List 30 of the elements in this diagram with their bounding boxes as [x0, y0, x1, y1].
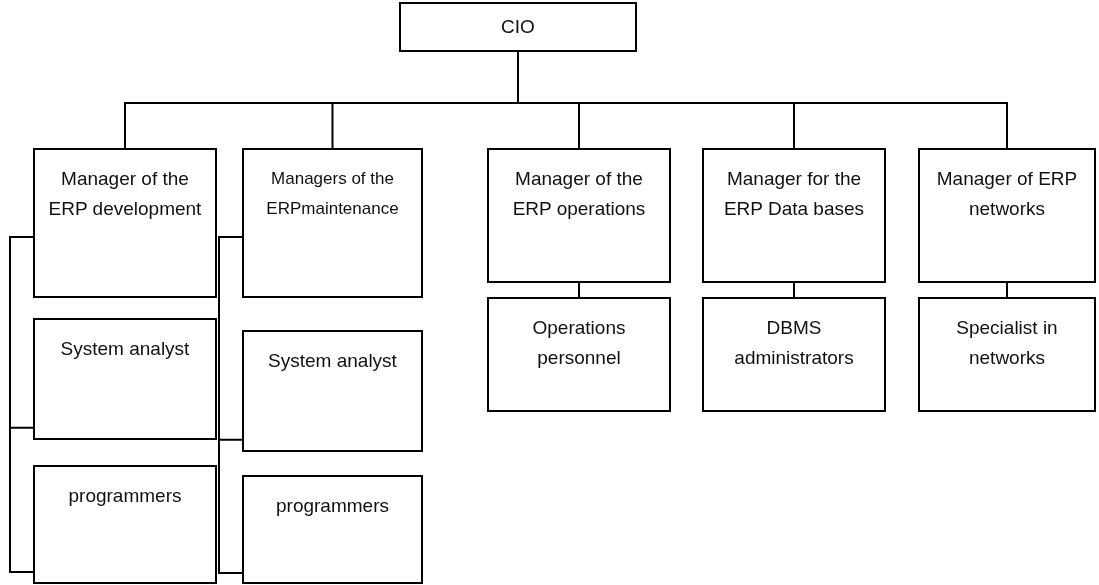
org-chart-box [242, 475, 423, 584]
position-title: Specialist in networks [955, 316, 1059, 370]
position-title: System analyst [267, 349, 398, 373]
org-chart-box [918, 297, 1096, 412]
position-title: programmers [275, 494, 390, 518]
connector-line [9, 236, 34, 574]
org-chart-box [487, 297, 671, 412]
position-title: programmers [67, 484, 183, 508]
position-title: System analyst [59, 337, 191, 361]
org-chart-box [487, 148, 671, 283]
connector-line [793, 282, 795, 298]
org-chart-box [702, 297, 886, 412]
org-chart-box [242, 148, 423, 298]
connector-line [1006, 282, 1008, 298]
position-title: Manager of ERP networks [935, 167, 1079, 221]
position-title: Operations personnel [531, 316, 627, 370]
org-chart-box [918, 148, 1096, 283]
org-chart-box [33, 318, 217, 440]
org-chart-box [33, 148, 217, 298]
org-chart-box [702, 148, 886, 283]
position-title: Manager for the ERP Data bases [722, 167, 866, 221]
position-title: CIO [500, 15, 536, 39]
position-title: Managers of the ERPmaintenance [265, 168, 400, 220]
org-chart-box [399, 2, 637, 52]
position-title: Manager of the ERP development [47, 167, 203, 221]
position-title: Manager of the ERP operations [511, 167, 647, 221]
connector-line [578, 282, 580, 298]
org-chart-box [33, 465, 217, 584]
org-chart-box [242, 330, 423, 452]
position-title: DBMS administrators [733, 316, 855, 370]
